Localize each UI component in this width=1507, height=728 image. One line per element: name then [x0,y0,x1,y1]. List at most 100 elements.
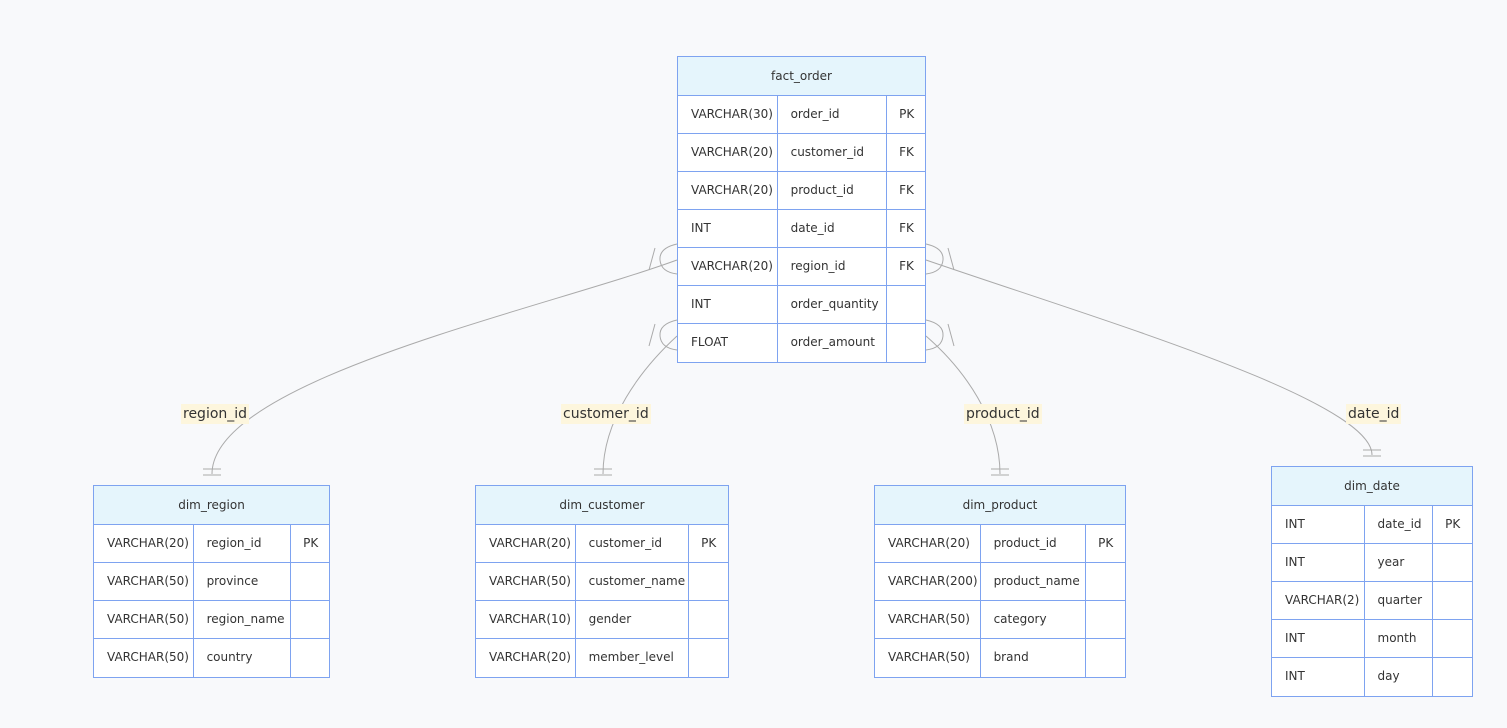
attribute-key [1085,601,1125,638]
relationship-date-id [925,243,1381,457]
attribute-type: VARCHAR(200) [888,574,978,588]
relationship-line [925,259,1373,456]
attribute-key [886,286,925,323]
cardinality-many-crowfoot [925,319,944,351]
relationship-label: customer_id [561,404,651,424]
relationship-label: region_id [181,404,250,424]
attribute-key [688,639,728,677]
entity-title: dim_customer [476,486,728,525]
attribute-key [290,601,329,638]
cardinality-many-crowfoot [659,243,678,275]
attribute-name: date_id [776,210,887,247]
attribute-name: day [1363,658,1433,696]
attribute-key: PK [886,96,925,133]
attribute-name: category [979,601,1086,638]
attribute-row: VARCHAR(50) category [875,601,1125,639]
attribute-type: VARCHAR(50) [107,612,189,626]
attribute-key [1432,620,1472,657]
cardinality-zero-mark [648,247,656,271]
attribute-type: FLOAT [691,335,729,349]
attribute-key [1432,582,1472,619]
attribute-key: PK [290,525,329,562]
relationship-line [602,335,678,475]
attribute-row: VARCHAR(200)product_name [875,563,1125,601]
attribute-name: quarter [1363,582,1433,619]
attribute-name: region_name [192,601,291,638]
relationship-line [211,259,678,475]
attribute-key [1085,563,1125,600]
attribute-row: VARCHAR(50)region_name [94,601,329,639]
attribute-key [688,601,728,638]
attribute-type: INT [1285,631,1305,645]
attribute-type: VARCHAR(50) [888,612,970,626]
attribute-row: VARCHAR(10)gender [476,601,728,639]
attribute-key [290,563,329,600]
attribute-name: product_id [979,525,1086,562]
attribute-row: VARCHAR(20)member_level [476,639,728,677]
attribute-type: INT [1285,517,1305,531]
attribute-name: product_name [979,563,1086,600]
attribute-type: VARCHAR(20) [489,650,571,664]
attribute-row: VARCHAR(50)country [94,639,329,677]
attribute-type: VARCHAR(20) [691,145,773,159]
relationship-customer-id [594,319,678,476]
attribute-type: VARCHAR(50) [888,650,970,664]
attribute-name: customer_name [574,563,689,600]
attribute-key [1432,658,1472,696]
attribute-row: VARCHAR(50)brand [875,639,1125,677]
attribute-name: region_id [192,525,291,562]
attribute-type: VARCHAR(50) [107,574,189,588]
attribute-type: VARCHAR(20) [691,259,773,273]
attribute-key: PK [1432,506,1472,543]
entity-title: dim_region [94,486,329,525]
attribute-key [290,639,329,677]
attribute-key [886,324,925,362]
attribute-key: FK [886,248,925,285]
attribute-key: FK [886,172,925,209]
attribute-name: date_id [1363,506,1433,543]
cardinality-many-crowfoot [925,243,944,275]
attribute-type: VARCHAR(20) [888,536,970,550]
cardinality-many-crowfoot [659,319,678,351]
attribute-key [1432,544,1472,581]
attribute-key [688,563,728,600]
attribute-row: VARCHAR(50)province [94,563,329,601]
cardinality-zero-mark [947,247,955,271]
attribute-name: province [192,563,291,600]
attribute-row: FLOAT order_amount [678,324,925,362]
attribute-type: INT [691,221,711,235]
attribute-name: order_amount [776,324,887,362]
relationship-region-id [203,243,678,476]
attribute-type: VARCHAR(50) [107,650,189,664]
attribute-type: INT [1285,555,1305,569]
attribute-name: region_id [776,248,887,285]
attribute-type: VARCHAR(2) [1285,593,1360,607]
attribute-name: customer_id [574,525,689,562]
attribute-name: order_quantity [776,286,887,323]
relationship-label: date_id [1346,404,1402,424]
relationship-label: product_id [964,404,1042,424]
entity-title: dim_product [875,486,1125,525]
attribute-key [1085,639,1125,677]
attribute-name: member_level [574,639,689,677]
attribute-type: VARCHAR(30) [691,107,773,121]
attribute-row: VARCHAR(2)quarter [1272,582,1472,620]
attribute-row: VARCHAR(50)customer_name [476,563,728,601]
relationship-product-id [925,319,1009,476]
